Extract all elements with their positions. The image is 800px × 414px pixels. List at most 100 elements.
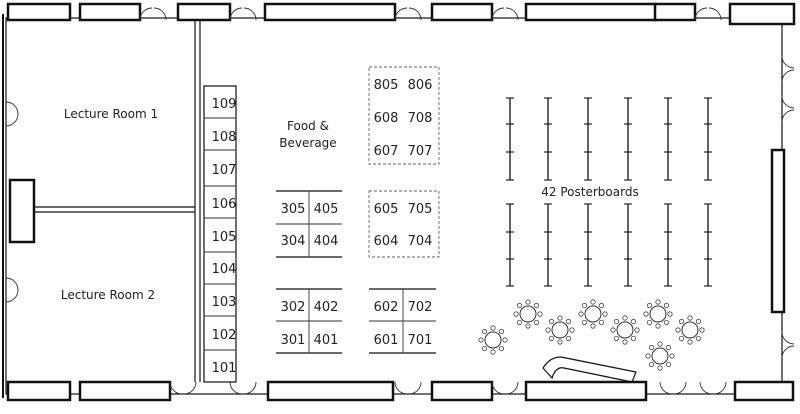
booth-604[interactable]: 604 — [374, 234, 399, 249]
booth-708[interactable]: 708 — [408, 111, 433, 126]
chair — [478, 337, 484, 343]
chair — [565, 335, 572, 342]
chair — [537, 311, 543, 317]
booth-705[interactable]: 705 — [408, 202, 433, 217]
booth-608[interactable]: 608 — [374, 111, 399, 126]
chair — [665, 361, 672, 368]
chair — [533, 302, 540, 309]
chair — [525, 323, 531, 329]
booth-block-300-400-top — [276, 190, 342, 258]
outer-walls — [2, 2, 796, 402]
booth-block-600-700-bottom — [369, 288, 436, 354]
posterboards-label: 42 Posterboards — [541, 185, 638, 199]
booth-605[interactable]: 605 — [374, 202, 399, 217]
chair — [678, 318, 685, 325]
booth-305[interactable]: 305 — [281, 202, 306, 217]
booth-401[interactable]: 401 — [314, 333, 339, 348]
chair — [525, 299, 531, 305]
chair — [667, 311, 673, 317]
food-beverage-label-line2: Beverage — [279, 136, 336, 150]
chair — [590, 323, 596, 329]
chair — [590, 299, 596, 305]
serving-counter — [542, 356, 637, 383]
lecture-room-2-label: Lecture Room 2 — [61, 288, 155, 302]
round-table — [610, 315, 640, 345]
chair — [695, 318, 702, 325]
chair — [645, 353, 651, 359]
chair — [581, 319, 588, 326]
booth-106[interactable]: 106 — [212, 197, 237, 212]
booth-607[interactable]: 607 — [374, 144, 399, 159]
booth-704[interactable]: 704 — [408, 234, 433, 249]
chair — [481, 345, 488, 352]
chair — [655, 299, 661, 305]
food-beverage-label-line1: Food & — [287, 119, 329, 133]
chair — [630, 335, 637, 342]
chair — [634, 327, 640, 333]
booth-806[interactable]: 806 — [408, 78, 433, 93]
booth-405[interactable]: 405 — [314, 202, 339, 217]
chair — [663, 302, 670, 309]
chair — [678, 335, 685, 342]
booth-105[interactable]: 105 — [212, 230, 237, 245]
round-table — [578, 299, 608, 329]
chair — [481, 328, 488, 335]
booth-707[interactable]: 707 — [408, 144, 433, 159]
chair — [622, 339, 628, 345]
booth-109[interactable]: 109 — [212, 97, 237, 112]
chair — [687, 339, 693, 345]
booth-402[interactable]: 402 — [314, 300, 339, 315]
chair — [657, 341, 663, 347]
chair — [581, 302, 588, 309]
chair — [516, 302, 523, 309]
chair — [669, 353, 675, 359]
booth-302[interactable]: 302 — [281, 300, 306, 315]
chair — [657, 365, 663, 371]
chair — [578, 311, 584, 317]
chair — [665, 344, 672, 351]
chair — [490, 325, 496, 331]
chair — [598, 319, 605, 326]
doors — [5, 7, 795, 395]
booth-602[interactable]: 602 — [374, 300, 399, 315]
chair — [548, 318, 555, 325]
round-tables — [478, 299, 705, 371]
booth-block-600-700-mid-outline — [368, 190, 440, 258]
booth-404[interactable]: 404 — [314, 234, 339, 249]
chair — [648, 361, 655, 368]
chair — [655, 323, 661, 329]
round-table — [478, 325, 508, 355]
round-table — [513, 299, 543, 329]
chair — [646, 319, 653, 326]
booth-701[interactable]: 701 — [408, 333, 433, 348]
chair — [610, 327, 616, 333]
booth-101[interactable]: 101 — [212, 361, 237, 376]
chair — [663, 319, 670, 326]
chair — [643, 311, 649, 317]
chair — [490, 349, 496, 355]
booth-601[interactable]: 601 — [374, 333, 399, 348]
chair — [502, 337, 508, 343]
chair — [498, 328, 505, 335]
booth-102[interactable]: 102 — [212, 328, 237, 343]
chair — [557, 315, 563, 321]
chair — [598, 302, 605, 309]
chair — [498, 345, 505, 352]
chair — [545, 327, 551, 333]
booth-805[interactable]: 805 — [374, 78, 399, 93]
lecture-room-1-label: Lecture Room 1 — [64, 107, 158, 121]
chair — [613, 335, 620, 342]
chair — [622, 315, 628, 321]
chair — [695, 335, 702, 342]
booth-103[interactable]: 103 — [212, 295, 237, 310]
booth-107[interactable]: 107 — [212, 163, 237, 178]
posterboards-area — [506, 97, 712, 287]
wall-booth-column — [203, 85, 237, 383]
chair — [533, 319, 540, 326]
booth-block-300-400-bottom — [276, 288, 342, 354]
booth-104[interactable]: 104 — [212, 262, 237, 277]
booth-108[interactable]: 108 — [212, 130, 237, 145]
booth-304[interactable]: 304 — [281, 234, 306, 249]
booth-702[interactable]: 702 — [408, 300, 433, 315]
booth-301[interactable]: 301 — [281, 333, 306, 348]
